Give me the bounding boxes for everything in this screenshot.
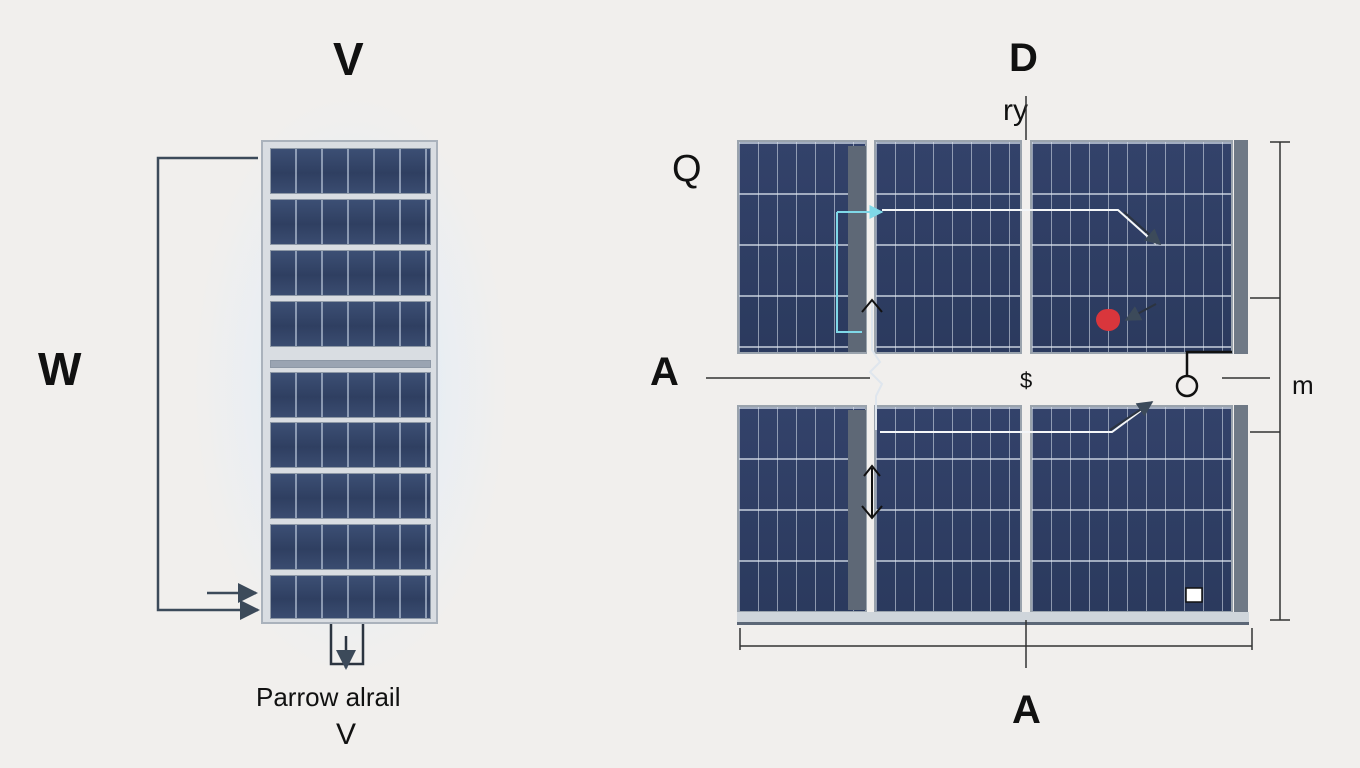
label-left-side: W (38, 343, 81, 395)
bracket-icon (329, 624, 365, 670)
panel-rail (1234, 405, 1248, 613)
panel-spine (848, 410, 866, 610)
panel-divider (270, 360, 431, 368)
label-q: Q (672, 148, 702, 190)
vertical-solar-panel (261, 140, 438, 624)
red-dot-icon (1096, 309, 1120, 331)
panel-cell (270, 473, 431, 519)
label-mid-symbol: $ (1020, 368, 1033, 393)
label-a-bottom: A (1012, 688, 1041, 732)
label-a-side: A (650, 350, 679, 394)
panel-base-rail (737, 612, 1249, 625)
panel-rail (1234, 140, 1248, 354)
panel-cell (270, 250, 431, 296)
dimension-line (706, 96, 1290, 668)
panel-cell (270, 575, 431, 619)
label-right-top-small: ry (1003, 94, 1028, 127)
arrow-icon (156, 156, 260, 620)
label-left-top: V (333, 33, 364, 85)
label-left-caption-v: V (336, 718, 357, 751)
panel-cell (270, 422, 431, 468)
wire-cyan (836, 205, 884, 333)
solar-panel-bottom-mid (874, 405, 1022, 613)
solar-panel-bottom-left (737, 405, 867, 613)
zigzag-wire (868, 300, 884, 430)
label-right-top: D (1009, 36, 1038, 80)
double-arrow-icon (861, 298, 883, 520)
panel-cell (270, 199, 431, 245)
label-m: m (1292, 370, 1314, 400)
wire-dark (880, 209, 1157, 433)
label-left-caption: Parrow alrail (256, 682, 401, 712)
small-connector-icon (1185, 587, 1203, 603)
panel-cell (270, 372, 431, 418)
ring-connector-icon (1175, 350, 1232, 398)
solar-panel-top-left (737, 140, 867, 354)
panel-cell (270, 524, 431, 570)
panel-cell (270, 148, 431, 194)
panel-cell (270, 301, 431, 347)
solar-panel-bottom-right (1030, 405, 1233, 613)
solar-panel-top-mid (874, 140, 1022, 354)
panel-spine (848, 146, 866, 352)
arrow-icon (1109, 211, 1162, 431)
